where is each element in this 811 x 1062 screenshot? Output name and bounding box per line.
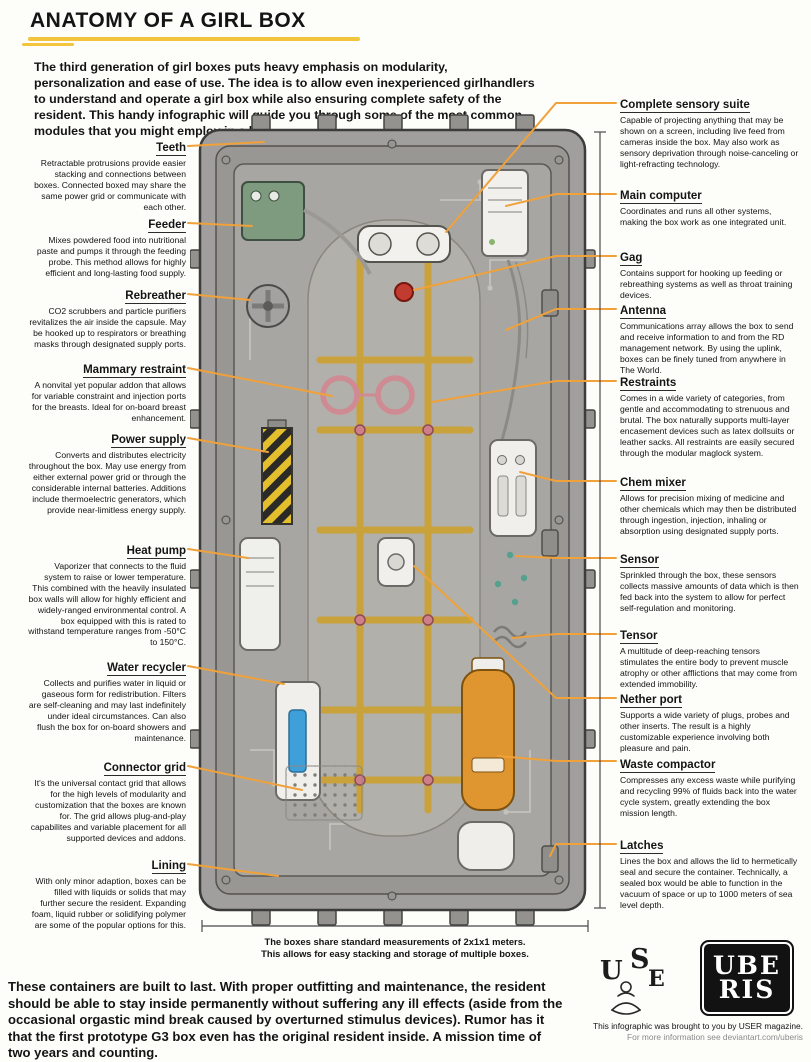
label-nether-port: Nether port Supports a wide variety of p… <box>620 690 800 754</box>
main-computer-module <box>481 169 529 257</box>
meditating-figure-icon <box>611 981 641 1015</box>
module-name: Complete sensory suite <box>620 99 750 113</box>
label-antenna: Antenna Communications array allows the … <box>620 301 800 376</box>
module-description: Retractable protrusions provide easier s… <box>34 158 186 212</box>
module-name: Teeth <box>156 142 186 156</box>
feeder-module <box>241 181 372 275</box>
module-name: Feeder <box>148 219 186 233</box>
module-description: Lines the box and allows the lid to herm… <box>620 856 798 910</box>
measurement-line-2: This allows for easy stacking and storag… <box>261 948 529 960</box>
module-name: Mammary restraint <box>83 364 186 378</box>
connector-grid-patch <box>285 765 363 821</box>
use-magazine-logo: U S E <box>598 944 674 1018</box>
module-description: A nonvital yet popular addon that allows… <box>31 380 186 423</box>
module-name: Connector grid <box>103 762 186 776</box>
label-chem-mixer: Chem mixer Allows for precision mixing o… <box>620 473 800 537</box>
module-description: Communications array allows the box to s… <box>620 321 794 375</box>
label-heat-pump: Heat pump Vaporizer that connects to the… <box>27 541 186 648</box>
module-description: With only minor adaption, boxes can be f… <box>31 876 186 930</box>
module-name: Nether port <box>620 694 682 708</box>
auxiliary-canister <box>457 821 515 871</box>
chem-mixer-module <box>489 439 537 537</box>
module-description: Converts and distributes electricity thr… <box>28 450 186 515</box>
module-description: Comes in a wide variety of categories, f… <box>620 393 795 458</box>
module-name: Heat pump <box>126 545 186 559</box>
label-connector-grid: Connector grid It's the universal contac… <box>27 758 186 843</box>
restraint-straps <box>316 256 474 814</box>
label-power-supply: Power supply Converts and distributes el… <box>27 430 186 515</box>
module-name: Tensor <box>620 630 658 644</box>
label-waste-compactor: Waste compactor Compresses any excess wa… <box>620 755 800 819</box>
label-mammary-restraint: Mammary restraint A nonvital yet popular… <box>27 360 186 424</box>
module-name: Antenna <box>620 305 666 319</box>
label-sensor: Sensor Sprinkled through the box, these … <box>620 550 800 614</box>
uberis-logo-top: UBE <box>713 951 781 981</box>
label-feeder: Feeder Mixes powdered food into nutritio… <box>27 215 186 279</box>
module-description: Allows for precision mixing of medicine … <box>620 493 797 536</box>
measurement-note: The boxes share standard measurements of… <box>200 936 590 960</box>
closing-paragraph: These containers are built to last. With… <box>8 979 563 1061</box>
module-description: Compresses any excess waste while purify… <box>620 775 797 818</box>
title-highlight-mark <box>28 37 360 41</box>
use-logo-letter-e: E <box>648 966 665 992</box>
label-tensor: Tensor A multitude of deep-reaching tens… <box>620 626 800 690</box>
label-sensory-suite: Complete sensory suite Capable of projec… <box>620 95 800 170</box>
title-highlight-mark-small <box>22 43 74 46</box>
label-restraints: Restraints Comes in a wide variety of ca… <box>620 373 800 458</box>
module-name: Latches <box>620 840 664 854</box>
module-description: Collects and purifies water in liquid or… <box>28 678 186 743</box>
module-description: Contains support for hooking up feeding … <box>620 268 793 300</box>
module-name: Lining <box>151 860 186 874</box>
module-name: Main computer <box>620 190 702 204</box>
label-rebreather: Rebreather CO2 scrubbers and particle pu… <box>27 286 186 350</box>
label-latches: Latches Lines the box and allows the lid… <box>620 836 800 911</box>
module-description: Capable of projecting anything that may … <box>620 115 799 169</box>
module-description: CO2 scrubbers and particle purifiers rev… <box>29 306 186 349</box>
credits-line-2: For more information see deviantart.com/… <box>627 1031 803 1042</box>
uberis-logo: UBE RIS <box>700 940 794 1016</box>
rebreather-fan <box>246 284 290 328</box>
label-gag: Gag Contains support for hooking up feed… <box>620 248 800 301</box>
credits: This infographic was brought to you by U… <box>540 1021 803 1043</box>
sensory-suite-visor <box>357 225 451 263</box>
nether-port-device <box>377 537 415 587</box>
uberis-logo-bottom: RIS <box>718 975 776 1004</box>
module-description: Coordinates and runs all other systems, … <box>620 206 787 227</box>
intro-paragraph: The third generation of girl boxes puts … <box>34 60 535 138</box>
module-name: Gag <box>620 252 643 266</box>
page-title: ANATOMY OF A GIRL BOX <box>30 9 306 32</box>
module-name: Water recycler <box>107 662 186 676</box>
module-name: Power supply <box>111 434 186 448</box>
label-main-computer: Main computer Coordinates and runs all o… <box>620 186 800 228</box>
module-name: Chem mixer <box>620 477 686 491</box>
credits-line-1: This infographic was brought to you by U… <box>593 1021 803 1031</box>
girl-box-illustration <box>190 114 596 926</box>
module-description: It's the universal contact grid that all… <box>30 778 186 843</box>
heat-pump-module <box>239 537 281 651</box>
label-lining: Lining With only minor adaption, boxes c… <box>27 856 186 931</box>
module-name: Sensor <box>620 554 659 568</box>
module-description: Sprinkled through the box, these sensors… <box>620 570 799 613</box>
use-logo-letter-u: U <box>600 956 623 986</box>
module-description: Supports a wide variety of plugs, probes… <box>620 710 790 753</box>
waste-compactor-tank <box>461 657 515 811</box>
mammary-restraint-rings <box>320 375 415 415</box>
module-name: Restraints <box>620 377 677 391</box>
module-description: A multitude of deep-reaching tensors sti… <box>620 646 798 689</box>
module-name: Rebreather <box>125 290 186 304</box>
module-description: Mixes powdered food into nutritional pas… <box>36 235 186 278</box>
module-description: Vaporizer that connects to the fluid sys… <box>28 561 186 648</box>
gag-module <box>394 282 414 302</box>
label-water-recycler: Water recycler Collects and purifies wat… <box>27 658 186 743</box>
module-name: Waste compactor <box>620 759 716 773</box>
power-supply-battery <box>261 419 293 525</box>
measurement-line-1: The boxes share standard measurements of… <box>264 936 526 947</box>
use-logo-letter-s: S <box>630 944 650 975</box>
label-teeth: Teeth Retractable protrusions provide ea… <box>27 138 186 213</box>
